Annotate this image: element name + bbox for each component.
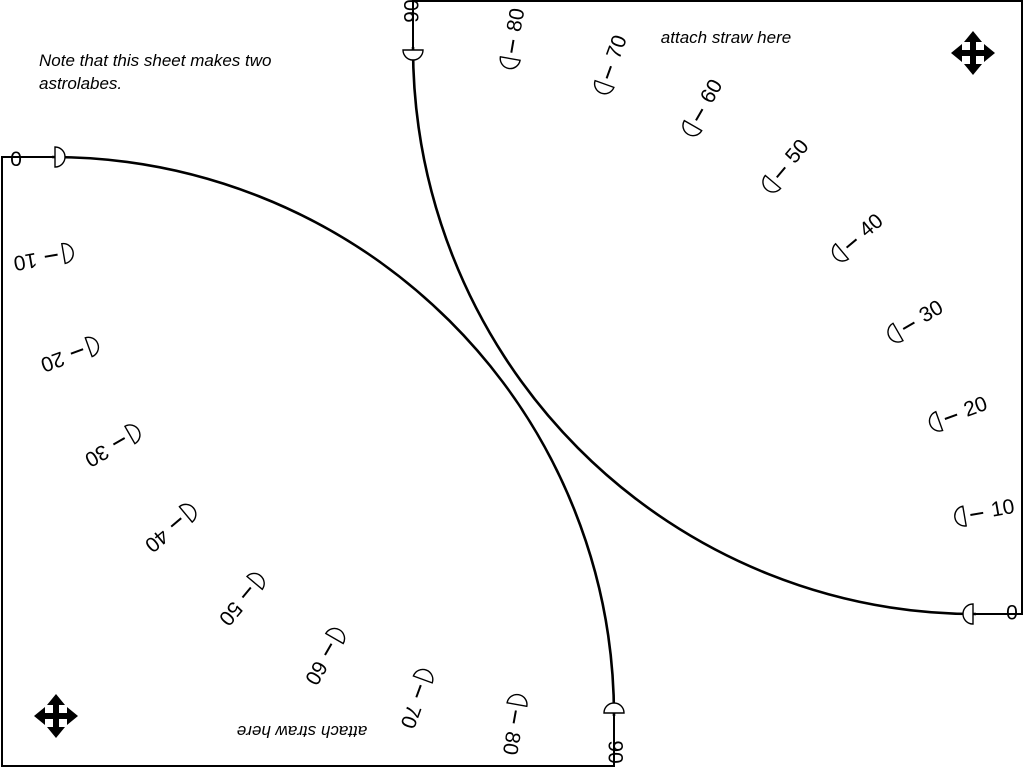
degree-label: 0 — [10, 146, 22, 169]
peg-hole — [123, 424, 141, 445]
degree-label: 0 — [1006, 602, 1018, 625]
degree-label: 10 — [989, 495, 1016, 522]
move-arrows-icon — [34, 694, 78, 738]
degree-label: 20 — [961, 392, 991, 422]
astrolabe-upper-right-outline — [412, 0, 1023, 615]
scale-tick — [415, 684, 422, 698]
degree-label: 50 — [214, 597, 247, 630]
scale-tick — [845, 238, 858, 249]
peg-hole — [324, 627, 346, 645]
peg-hole — [603, 702, 625, 714]
astrolabe-upper-right-ticks — [412, 31, 992, 615]
degree-label: 80 — [498, 730, 525, 757]
peg-hole — [245, 572, 265, 591]
peg-hole — [887, 322, 904, 343]
straw-label-lower-left: attach straw here — [237, 722, 367, 741]
scale-tick — [44, 253, 58, 258]
scale-tick — [944, 413, 958, 420]
astrolabe-upper-right-peg-holes — [402, 49, 974, 625]
peg-hole — [178, 503, 197, 524]
astrolabe-upper-right-degree-labels: 0 10 20 30 40 50 60 70 80 90 — [401, 0, 1018, 625]
degree-label: 50 — [781, 135, 814, 168]
straw-label-upper-right: attach straw here — [661, 28, 791, 47]
degree-label: 30 — [81, 440, 113, 472]
degree-label: 90 — [603, 740, 626, 763]
peg-hole — [593, 79, 615, 95]
peg-hole — [954, 505, 968, 527]
peg-hole — [831, 242, 850, 262]
peg-hole — [84, 336, 100, 358]
astrolabe-upper-right: 0 10 20 30 40 50 60 70 80 90 attach straw here — [401, 0, 1023, 625]
scale-tick — [605, 65, 612, 79]
degree-label: 30 — [915, 296, 947, 328]
astrolabe-lower-left-peg-holes — [54, 146, 625, 714]
scale-tick — [324, 643, 333, 656]
degree-label: 10 — [12, 248, 39, 275]
peg-hole — [54, 146, 66, 168]
degree-label: 40 — [140, 524, 173, 557]
degree-label: 90 — [401, 0, 424, 23]
scale-tick — [695, 108, 704, 121]
move-arrows-icon — [951, 31, 995, 75]
astrolabe-lower-left-degree-labels: 0 10 20 30 40 50 60 70 80 90 — [10, 146, 626, 763]
peg-hole — [762, 174, 782, 193]
degree-label: 60 — [300, 657, 332, 689]
scale-tick — [170, 517, 182, 528]
scale-tick — [70, 348, 84, 355]
scale-tick — [902, 321, 915, 330]
astrolabe-lower-left-outline — [1, 156, 615, 767]
peg-hole — [412, 668, 434, 684]
peg-hole — [402, 49, 424, 61]
sheet-note: Note that this sheet makes two astrolabe… — [39, 51, 272, 93]
astrolabe-lower-left-arc — [51, 155, 616, 717]
peg-hole — [682, 119, 703, 137]
scale-tick — [510, 39, 515, 53]
degree-label: 60 — [696, 75, 728, 107]
degree-label: 40 — [855, 209, 888, 242]
peg-hole — [962, 603, 974, 625]
degree-label: 70 — [602, 32, 632, 62]
peg-hole — [506, 693, 528, 708]
scale-tick — [512, 710, 517, 724]
scale-tick — [776, 166, 786, 179]
degree-label: 70 — [396, 702, 426, 732]
degree-label: 80 — [503, 7, 530, 34]
peg-hole — [928, 410, 944, 432]
astrolabe-lower-left: 0 10 20 30 40 50 60 70 80 90 attach straw here — [1, 146, 626, 767]
astrolabe-upper-right-arc — [411, 46, 977, 616]
peg-hole — [60, 242, 74, 265]
scale-tick — [112, 437, 126, 446]
scale-tick — [241, 586, 252, 599]
degree-label: 20 — [38, 347, 68, 377]
peg-hole — [499, 55, 521, 70]
scale-tick — [970, 511, 984, 516]
astrolabe-lower-left-ticks — [36, 156, 615, 732]
